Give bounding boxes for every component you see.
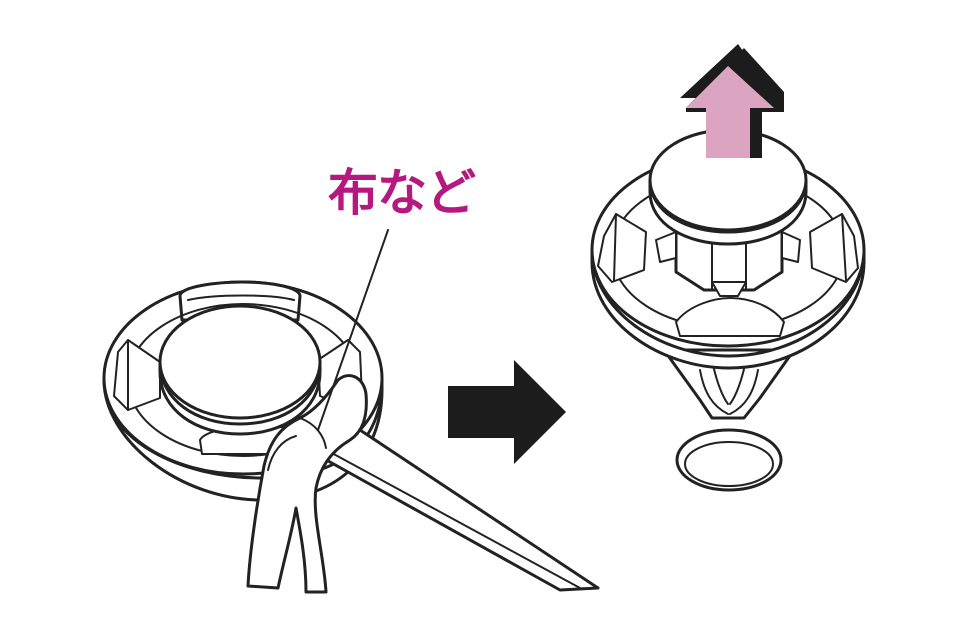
right-arrow-icon (448, 360, 566, 464)
panel-hole (675, 428, 783, 492)
clip-after-removal (590, 128, 866, 492)
clip-before-removal (102, 280, 384, 502)
cloth-callout-label: 布など (328, 164, 476, 222)
callout-leader-line (317, 229, 389, 431)
up-arrow-icon (680, 44, 784, 158)
screwdriver (310, 428, 600, 592)
